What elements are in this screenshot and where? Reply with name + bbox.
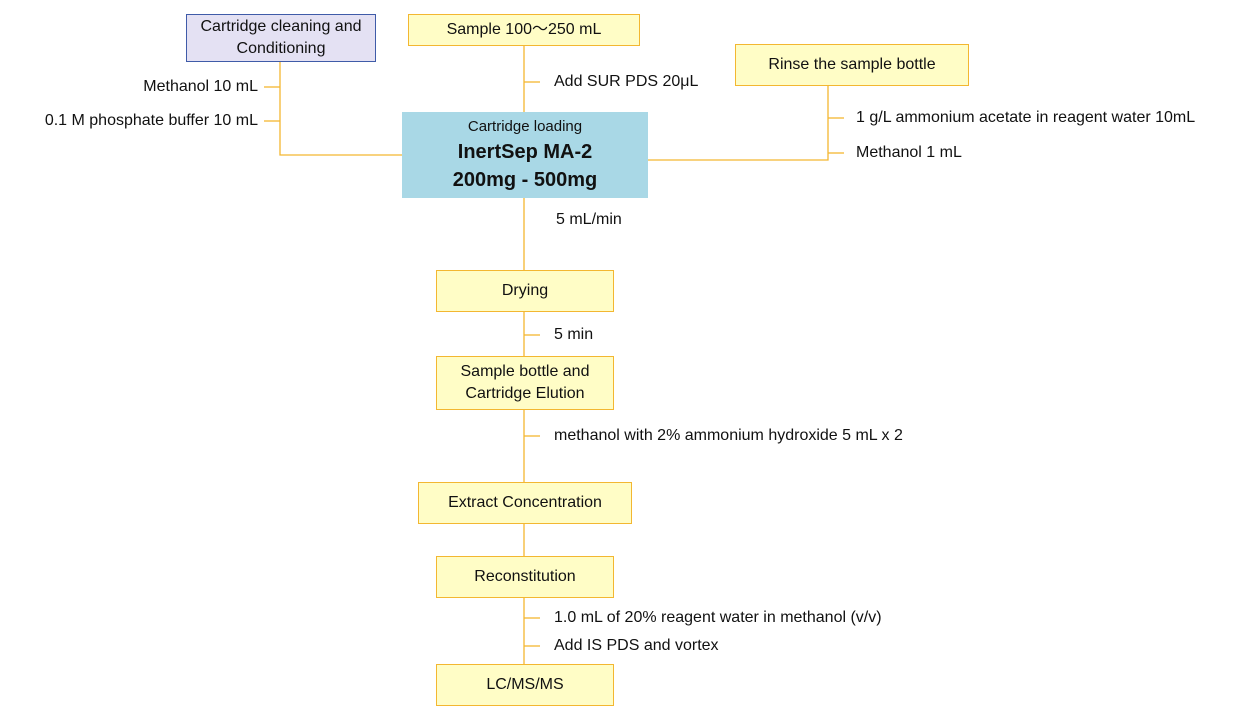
drying-label: Drying xyxy=(501,282,549,299)
lcms-box: LC/MS/MS xyxy=(436,664,614,706)
methanol-10-label: Methanol 10 mL xyxy=(143,78,258,95)
elution-box: Sample bottle and Cartridge Elution xyxy=(436,356,614,410)
reconstitution-label: Reconstitution xyxy=(474,568,576,585)
concentration-label: Extract Concentration xyxy=(448,494,602,511)
reagent-water-label: 1.0 mL of 20% reagent water in methanol … xyxy=(554,609,882,626)
concentration-box: Extract Concentration xyxy=(418,482,632,524)
connector-loading-to-rinse xyxy=(648,86,829,161)
sample-label: Sample 100～250 mL xyxy=(446,21,602,38)
rinse-bottle-box: Rinse the sample bottle xyxy=(735,44,969,86)
phosphate-buffer-label: 0.1 M phosphate buffer 10 mL xyxy=(44,112,258,129)
methanol-1-label: Methanol 1 mL xyxy=(856,144,962,161)
drying-box: Drying xyxy=(436,270,614,312)
elution-solvent-label: methanol with 2% ammonium hydroxide 5 mL… xyxy=(554,427,903,444)
elution-label: Sample bottle and Cartridge Elution xyxy=(460,363,590,402)
sample-box: Sample 100～250 mL xyxy=(408,14,640,46)
cartridge-name: InertSep MA-2 xyxy=(457,141,593,163)
reconstitution-box: Reconstitution xyxy=(436,556,614,598)
cleaning-conditioning-box: Cartridge cleaning and Conditioning xyxy=(186,14,376,62)
ammonium-acetate-label: 1 g/L ammonium acetate in reagent water … xyxy=(856,109,1196,126)
cartridge-loading-caption: Cartridge loading xyxy=(467,118,583,135)
connector-cleaning-to-loading xyxy=(279,62,402,156)
add-sur-label: Add SUR PDS 20μL xyxy=(554,73,699,90)
add-is-label: Add IS PDS and vortex xyxy=(554,637,719,654)
rinse-bottle-label: Rinse the sample bottle xyxy=(768,56,936,73)
cleaning-conditioning-label: Cartridge cleaning and Conditioning xyxy=(200,18,362,57)
dry-time-label: 5 min xyxy=(554,326,594,343)
cartridge-loading-box: Cartridge loading InertSep MA-2 200mg - … xyxy=(402,112,648,198)
flow-rate-label: 5 mL/min xyxy=(556,211,622,228)
lcms-label: LC/MS/MS xyxy=(486,676,564,693)
cartridge-mass: 200mg - 500mg xyxy=(452,169,598,191)
